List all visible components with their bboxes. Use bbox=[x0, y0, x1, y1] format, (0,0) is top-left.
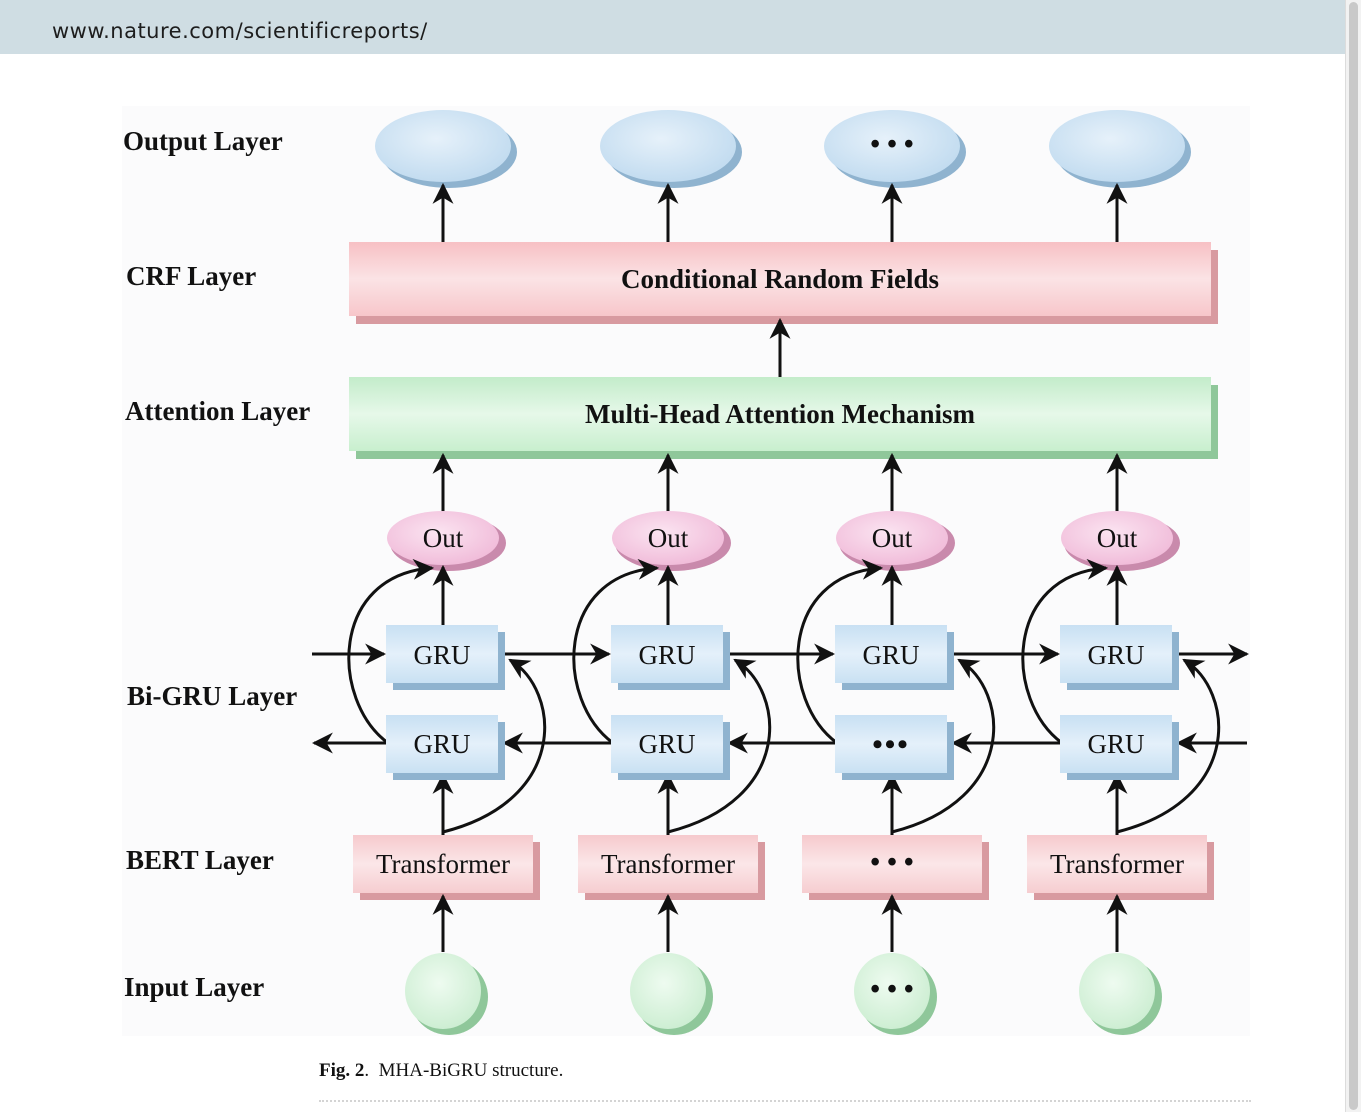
site-url[interactable]: www.nature.com/scientificreports/ bbox=[52, 19, 428, 43]
out-node-3-label: Out bbox=[872, 523, 913, 553]
gru-forward-1: GRU bbox=[386, 625, 505, 690]
label-bigru-layer: Bi-GRU Layer bbox=[127, 681, 297, 711]
transformer-box-2-label: Transformer bbox=[601, 849, 735, 879]
output-node-2 bbox=[600, 110, 742, 188]
out-node-1-label: Out bbox=[423, 523, 464, 553]
figure-caption: Fig. 2. MHA-BiGRU structure. bbox=[319, 1060, 563, 1082]
output-node-ellipsis: • • • bbox=[824, 110, 966, 188]
input-ellipsis-text: • • • bbox=[870, 974, 913, 1005]
caption-text: MHA-BiGRU structure. bbox=[378, 1060, 564, 1081]
out-node-3: Out bbox=[836, 511, 955, 571]
gru-backward-2: GRU bbox=[611, 715, 730, 780]
attention-box-label: Multi-Head Attention Mechanism bbox=[585, 399, 975, 429]
caption-separator: . bbox=[364, 1060, 379, 1081]
out-node-2-label: Out bbox=[648, 523, 689, 553]
figure-diagram: Output Layer CRF Layer Attention Layer B… bbox=[123, 110, 1250, 1035]
gru-forward-3-label: GRU bbox=[862, 640, 919, 670]
transformer-box-2: Transformer bbox=[578, 835, 765, 900]
input-node-1 bbox=[405, 953, 488, 1035]
output-ellipsis-text: • • • bbox=[870, 129, 913, 160]
gru-forward-3: GRU bbox=[835, 625, 954, 690]
out-to-attention-arrows bbox=[432, 452, 1128, 513]
out-node-4-label: Out bbox=[1097, 523, 1138, 553]
gru-forward-1-label: GRU bbox=[413, 640, 470, 670]
gru-backward-1: GRU bbox=[386, 715, 505, 780]
out-node-2: Out bbox=[612, 511, 731, 571]
transformer-box-4: Transformer bbox=[1027, 835, 1214, 900]
attention-box: Multi-Head Attention Mechanism bbox=[349, 377, 1218, 459]
transformer-box-1-label: Transformer bbox=[376, 849, 510, 879]
crf-box: Conditional Random Fields bbox=[349, 242, 1218, 324]
label-input-layer: Input Layer bbox=[124, 972, 264, 1002]
transformer-box-4-label: Transformer bbox=[1050, 849, 1184, 879]
transformer-box-ellipsis: • • • bbox=[802, 835, 989, 900]
gru-forward-4: GRU bbox=[1060, 625, 1179, 690]
transformer-ellipsis-text: • • • bbox=[870, 847, 913, 878]
gru-backward-1-label: GRU bbox=[413, 729, 470, 759]
crf-box-label: Conditional Random Fields bbox=[621, 264, 939, 294]
caption-label: Fig. 2 bbox=[319, 1060, 365, 1081]
label-crf-layer: CRF Layer bbox=[126, 261, 256, 291]
transformer-to-backward-arrows bbox=[432, 772, 1128, 835]
input-to-transformer-arrows bbox=[432, 893, 1128, 952]
transformer-to-forward-curves bbox=[442, 658, 1220, 834]
gru-forward-4-label: GRU bbox=[1087, 640, 1144, 670]
label-attention-layer: Attention Layer bbox=[125, 396, 310, 426]
output-node-1 bbox=[375, 110, 517, 188]
transformer-box-1: Transformer bbox=[353, 835, 540, 900]
gru-backward-ellipsis-text: ••• bbox=[872, 728, 910, 761]
label-output-layer: Output Layer bbox=[123, 126, 283, 156]
out-node-4: Out bbox=[1061, 511, 1180, 571]
gru-backward-2-label: GRU bbox=[638, 729, 695, 759]
gru-backward-4: GRU bbox=[1060, 715, 1179, 780]
vertical-scrollbar[interactable] bbox=[1345, 0, 1361, 1112]
output-node-4 bbox=[1049, 110, 1191, 188]
crf-to-output-arrows bbox=[432, 182, 1128, 242]
input-node-2 bbox=[630, 953, 713, 1035]
site-header: www.nature.com/scientificreports/ bbox=[0, 0, 1345, 54]
gru-forward-2: GRU bbox=[611, 625, 730, 690]
gru-forward-2-label: GRU bbox=[638, 640, 695, 670]
gru-to-out-arrows bbox=[432, 564, 1128, 625]
gru-backward-4-label: GRU bbox=[1087, 729, 1144, 759]
backward-to-out-curves bbox=[347, 558, 1109, 745]
input-node-ellipsis: • • • bbox=[854, 953, 937, 1035]
label-bert-layer: BERT Layer bbox=[126, 845, 274, 875]
caption-divider bbox=[319, 1100, 1251, 1102]
out-node-1: Out bbox=[387, 511, 506, 571]
input-node-4 bbox=[1079, 953, 1162, 1035]
gru-backward-ellipsis: ••• bbox=[835, 715, 954, 780]
scrollbar-thumb[interactable] bbox=[1349, 2, 1358, 1110]
